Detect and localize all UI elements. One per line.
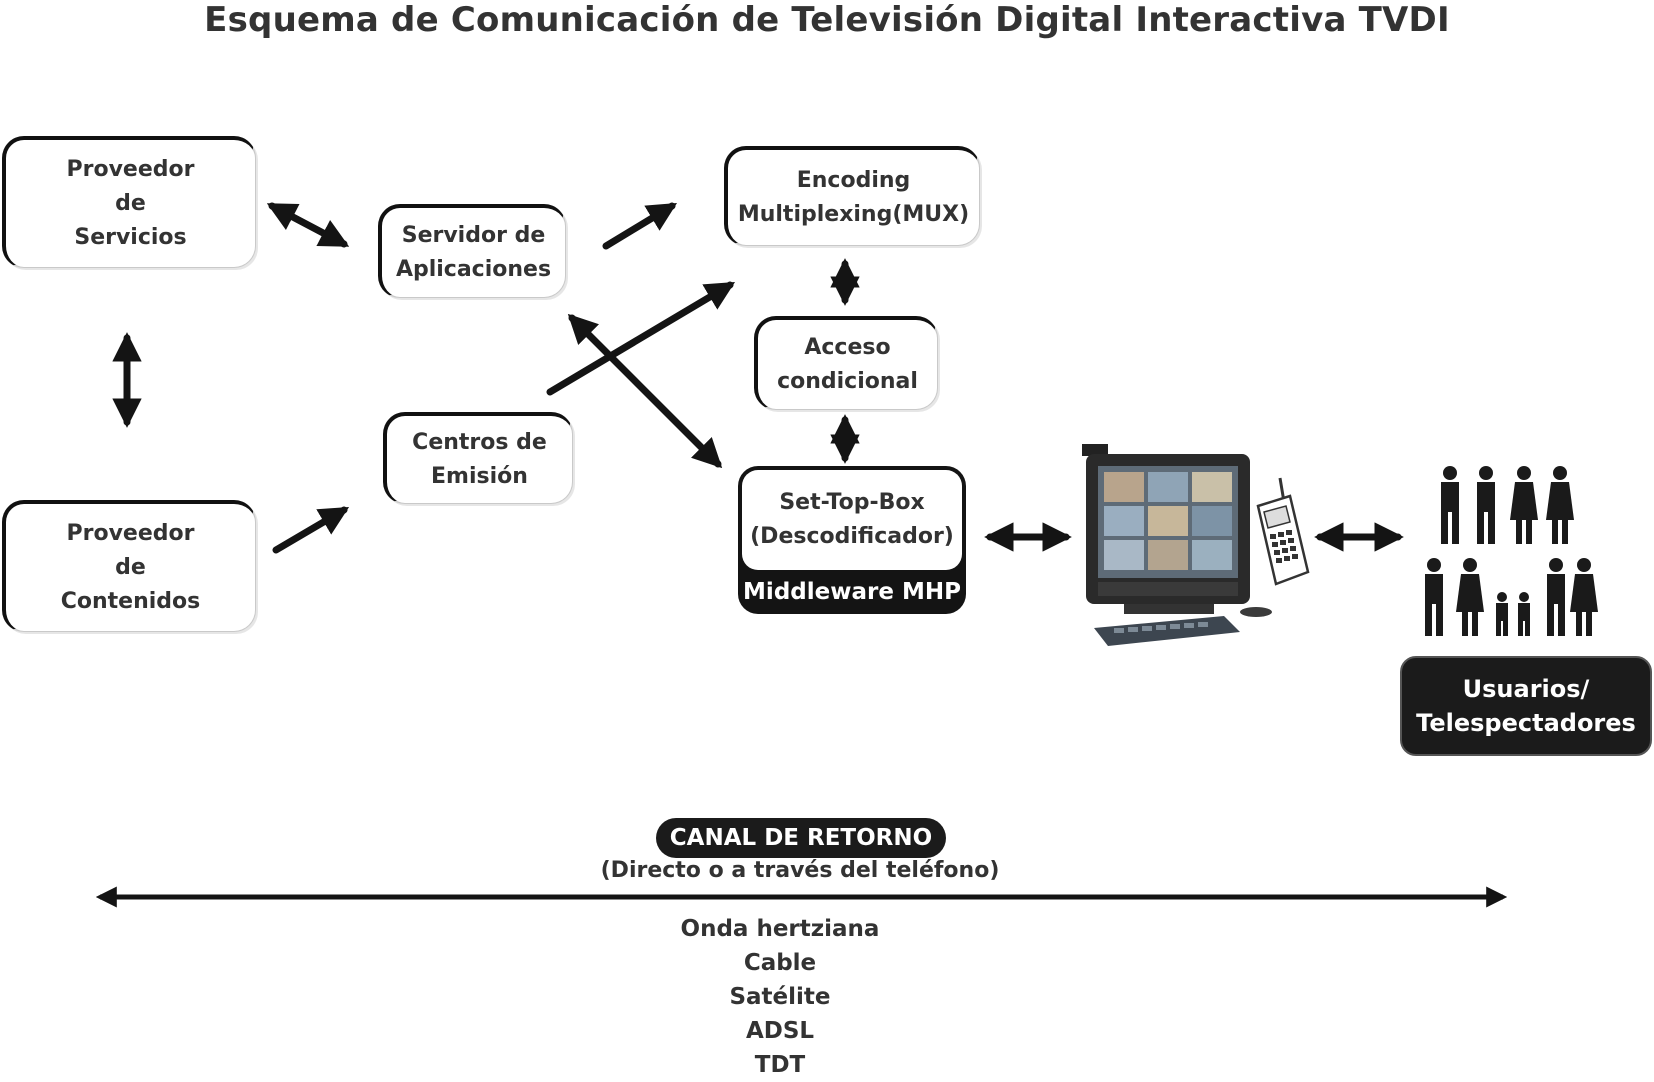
- arrow-centros-encoding: [546, 281, 736, 396]
- node-label: Proveedor de Contenidos: [60, 520, 201, 614]
- arrow-contenidos-centros: [272, 506, 350, 554]
- node-set-top-box: Set-Top-Box (Descodificador) Middleware …: [738, 466, 966, 614]
- diagram-title: Esquema de Comunicación de Televisión Di…: [204, 0, 1450, 40]
- node-centros-emision: Centros de Emisión: [383, 412, 573, 504]
- people-group-icon: [1425, 466, 1598, 636]
- node-label: Centros de Emisión: [412, 429, 547, 489]
- arrow-servidor-settopbox: [567, 313, 723, 469]
- middleware-label: Middleware MHP: [743, 579, 961, 605]
- node-label: Encoding Multiplexing(MUX): [737, 167, 970, 227]
- node-usuarios: Usuarios/ Telespectadores: [1400, 656, 1652, 756]
- mobile-phone-icon: [1256, 477, 1310, 586]
- media-item: TDT: [754, 1052, 806, 1078]
- node-label: Acceso condicional: [777, 334, 918, 394]
- node-proveedor-servicios: Proveedor de Servicios: [2, 136, 256, 268]
- arrow-servidor-encoding: [602, 202, 678, 250]
- node-label: Servidor de Aplicaciones: [395, 222, 552, 282]
- node-proveedor-contenidos: Proveedor de Contenidos: [2, 500, 256, 632]
- return-channel-sublabel: (Directo o a través del teléfono): [600, 858, 1000, 883]
- node-servidor-aplicaciones: Servidor de Aplicaciones: [378, 204, 566, 298]
- media-item: ADSL: [745, 1018, 815, 1044]
- set-top-box-panel: Set-Top-Box (Descodificador): [742, 470, 962, 570]
- computer-tv-terminal-icon: [1082, 444, 1272, 646]
- node-acceso-condicional: Acceso condicional: [754, 316, 938, 410]
- node-label: Usuarios/ Telespectadores: [1416, 675, 1636, 737]
- node-label: Proveedor de Servicios: [66, 156, 195, 250]
- node-encoding-mux: Encoding Multiplexing(MUX): [724, 146, 980, 246]
- media-item: Satélite: [729, 984, 831, 1010]
- arrow-servicios-servidor: [266, 202, 350, 248]
- node-label: Set-Top-Box (Descodificador): [750, 490, 954, 549]
- return-channel-label: CANAL DE RETORNO: [656, 818, 946, 858]
- transmission-media-list: Onda hertziana Cable Satélite ADSL TDT: [600, 912, 960, 1082]
- media-item: Cable: [743, 950, 817, 976]
- media-item: Onda hertziana: [680, 916, 880, 942]
